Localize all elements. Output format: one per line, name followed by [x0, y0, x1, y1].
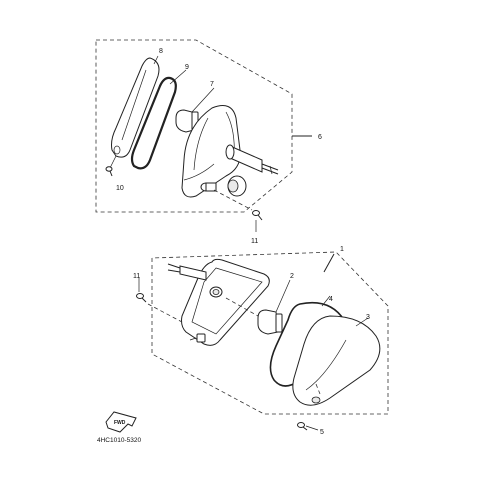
- forward-arrow-icon: FWD: [105, 411, 137, 433]
- callout-label-8: 8: [159, 48, 163, 55]
- callout-label-4: 4: [329, 296, 333, 303]
- callout-label-2: 2: [290, 273, 294, 280]
- callout-label-10: 10: [116, 185, 124, 192]
- callout-label-9: 9: [185, 64, 189, 71]
- lower-bulb-part: [225, 279, 291, 335]
- callout-label-5: 5: [320, 429, 324, 436]
- callout-label-7: 7: [210, 81, 214, 88]
- upper-housing-part: [181, 105, 279, 198]
- callout-label-1: 1: [340, 246, 344, 253]
- lower-assembly-boundary: [151, 251, 389, 415]
- fwd-mark: FWD: [114, 420, 126, 426]
- upper-assembly-boundary: [95, 39, 312, 213]
- upper-lens-part: [111, 55, 160, 158]
- lower-housing-part: [167, 258, 270, 346]
- drawing-code: 4HC1010-5320: [97, 437, 141, 444]
- callout-label-6: 6: [318, 134, 322, 141]
- callout-label-3: 3: [366, 314, 370, 321]
- screw-upper-right-part: [213, 189, 263, 232]
- lower-screw-part: [297, 422, 319, 431]
- gasket-part: [130, 69, 187, 170]
- lower-lens-part: [292, 315, 381, 406]
- callout-label-11-lower: 11: [133, 273, 140, 280]
- screw-lower-left-part: [136, 278, 183, 323]
- upper-screw-part: [105, 155, 117, 177]
- callout-label-11-upper: 11: [251, 238, 258, 245]
